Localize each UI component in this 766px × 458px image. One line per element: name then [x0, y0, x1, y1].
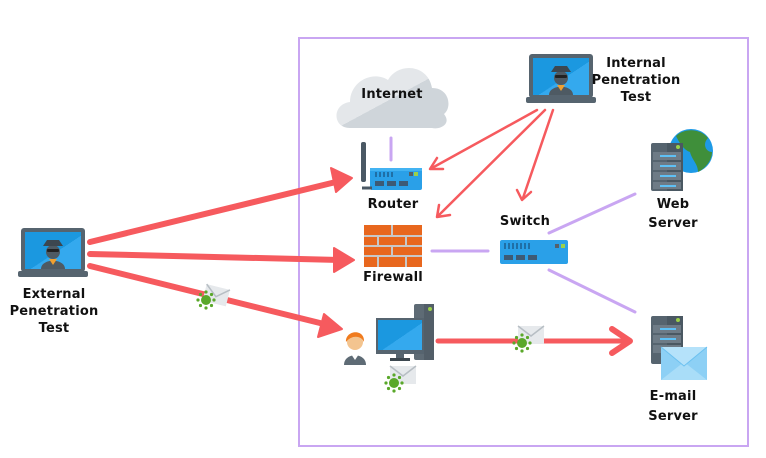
internal-label-line-1: Internal [606, 56, 666, 71]
web-server-label: Web Server [638, 195, 708, 233]
email-server-label-line-2: Server [648, 409, 698, 424]
email-server-icon [651, 316, 708, 380]
link-switch-webserver [547, 192, 637, 235]
arrow-internal-router [428, 108, 539, 171]
network-links [389, 136, 637, 314]
internal-label-line-2: Penetration [591, 73, 681, 88]
switch-label: Switch [499, 214, 551, 229]
external-label-line-3: Test [38, 321, 70, 336]
hacker-laptop-icon [18, 228, 88, 277]
link-switch-emailserver [547, 268, 637, 314]
infected-email-icon [196, 283, 231, 310]
infected-email-icon [384, 365, 417, 393]
arrow-internal-firewall [435, 108, 547, 219]
external-pentest-label: External Penetration Test [8, 286, 100, 337]
web-server-icon [651, 129, 713, 191]
desktop-computer-icon [376, 304, 434, 361]
email-server-label: E-mail Server [635, 387, 711, 427]
external-label-line-1: External [22, 287, 86, 302]
email-server-label-line-1: E-mail [649, 389, 697, 404]
user-icon [344, 332, 366, 365]
infected-email-icon [512, 325, 545, 353]
cloud-icon [336, 68, 449, 129]
arrow-internal-switch [515, 108, 555, 202]
hacker-laptop-icon [526, 54, 596, 103]
firewall-icon [364, 225, 422, 267]
envelope-icon [660, 346, 708, 380]
web-server-label-line-2: Server [648, 216, 698, 231]
internal-label-line-3: Test [620, 90, 652, 105]
web-server-label-line-1: Web [656, 197, 690, 212]
internal-network-boundary [298, 37, 749, 447]
switch-icon [500, 240, 568, 264]
internal-pentest-label: Internal Penetration Test [590, 55, 682, 106]
firewall-label: Firewall [363, 270, 423, 285]
arrow-external-router [87, 167, 353, 245]
external-label-line-2: Penetration [9, 304, 99, 319]
router-label: Router [367, 197, 419, 212]
arrow-external-firewall [87, 247, 355, 273]
router-icon [361, 142, 422, 190]
internet-label: Internet [361, 87, 423, 102]
